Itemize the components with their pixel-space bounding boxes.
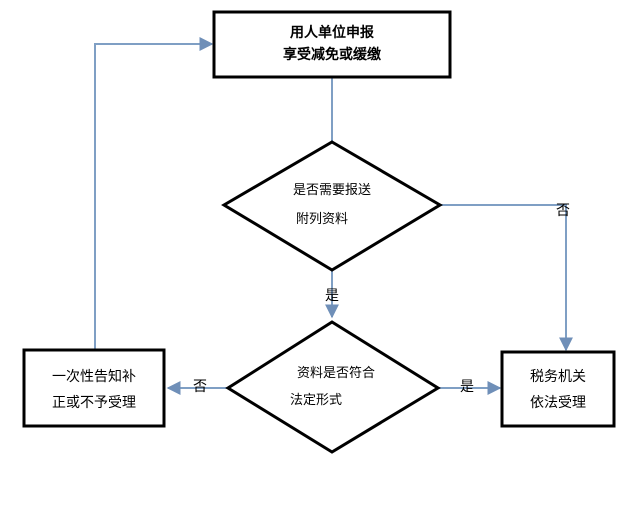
notify-box: 一次性告知补 正或不予受理	[22, 348, 166, 428]
accept-box: 税务机关 依法受理	[500, 350, 616, 428]
docs-decision-line1: 是否需要报送	[293, 183, 371, 198]
connectors	[94, 37, 573, 395]
valid-decision: 资料是否符合 法定形式	[225, 320, 441, 454]
docs-yes-label: 是	[325, 288, 339, 304]
apply-line1: 用人单位申报	[290, 24, 374, 41]
docs-no-label: 否	[556, 203, 570, 219]
apply-line2: 享受减免或缓缴	[283, 46, 382, 63]
accept-line2: 依法受理	[530, 395, 586, 411]
accept-line1: 税务机关	[530, 369, 586, 385]
valid-yes-label: 是	[460, 379, 474, 395]
apply-box: 用人单位申报 享受减免或缓缴	[212, 10, 452, 79]
connector-docs-no	[440, 204, 573, 352]
docs-decision-line2: 附列资料	[296, 212, 348, 227]
valid-decision-line1: 资料是否符合	[297, 365, 375, 381]
valid-decision-line2: 法定形式	[290, 393, 342, 408]
notify-line2: 正或不予受理	[52, 395, 136, 411]
valid-no-label: 否	[193, 379, 207, 395]
docs-decision: 是否需要报送 附列资料	[221, 140, 443, 272]
connector-notify-loop	[94, 37, 214, 350]
notify-line1: 一次性告知补	[52, 368, 136, 385]
